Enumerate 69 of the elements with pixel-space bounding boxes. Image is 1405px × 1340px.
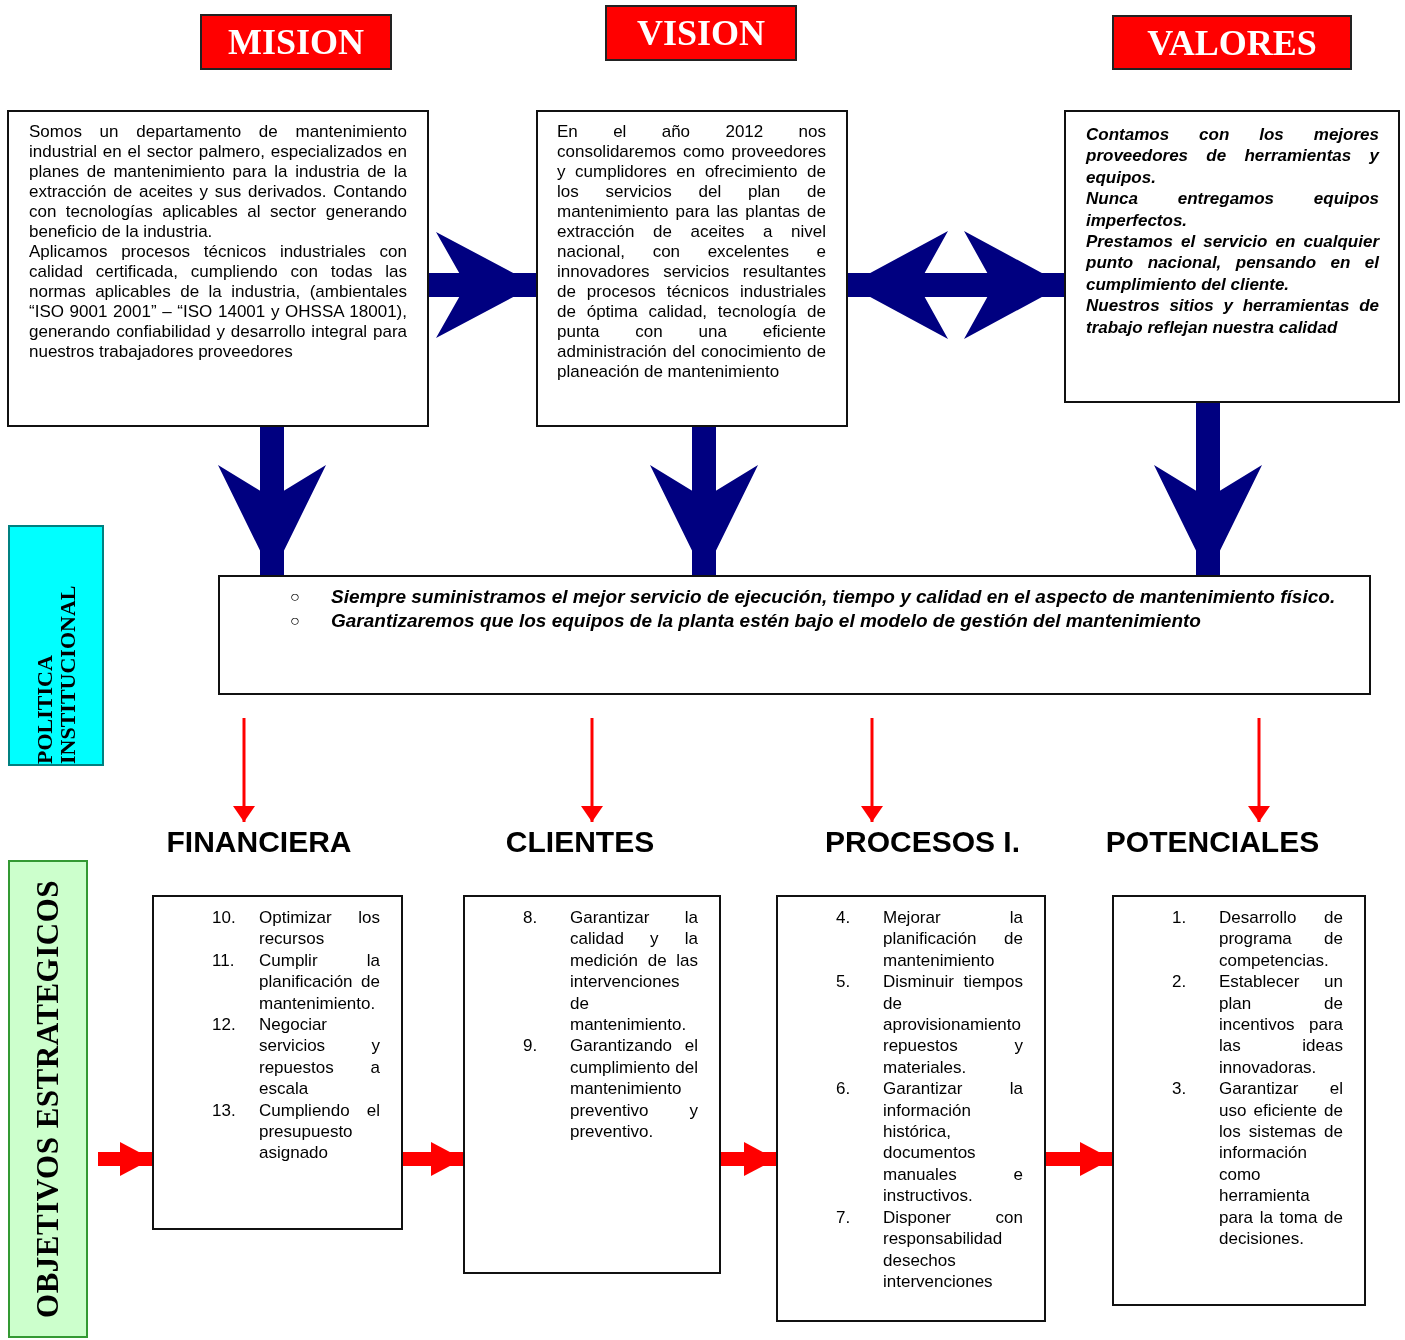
section-heading: VISION xyxy=(605,5,797,61)
objectives-box xyxy=(1112,895,1366,1306)
objective-text: Disponer con responsabilidad desechos intervenciones xyxy=(883,1206,1023,1293)
paragraph: Contamos con los mejores proveedores de herramientas y equipos. xyxy=(1086,124,1379,189)
arrow xyxy=(218,427,326,575)
arrow xyxy=(721,1142,776,1176)
paragraph: Somos un departamento de mantenimiento industrial en el sector palmero, especializados en planes de mantenimiento para la industria de la extracción de aceites y sus derivados. Contando con tecnologías aplicables al sector generando beneficio de la industria. xyxy=(29,122,407,242)
objective-text: Desarrollo de programa de competencias. xyxy=(1219,907,1343,972)
arrow xyxy=(848,231,1064,339)
vertical-label: OBJETIVOS ESTRATEGICOS xyxy=(31,880,65,1318)
arrow xyxy=(429,232,536,338)
objective-text: Cumplir la planificación de mantenimiento. xyxy=(259,949,380,1015)
side-band xyxy=(8,525,104,766)
policy-box xyxy=(218,575,1371,695)
category-heading: PROCESOS I. xyxy=(824,825,1020,859)
objectives-box xyxy=(152,895,403,1230)
item-number: 11. xyxy=(212,949,236,972)
arrow xyxy=(581,718,603,822)
item-number: 13. xyxy=(212,1099,237,1122)
objectives-box xyxy=(776,895,1046,1322)
side-band xyxy=(8,860,88,1338)
item-number: 6. xyxy=(836,1078,852,1101)
objective-text: Garantizar la información histórica, documentos manuales e instructivos. xyxy=(883,1078,1023,1207)
arrow xyxy=(233,718,255,822)
bullet-mark: ○ xyxy=(290,587,301,607)
item-number: 10. xyxy=(212,907,237,929)
objective-text: Garantizar la calidad y la medición de las intervenciones de mantenimiento. xyxy=(570,907,698,1036)
paragraph: Nuestros sitios y herramientas de trabajo reflejan nuestra calidad xyxy=(1086,295,1379,339)
category-heading: FINANCIERA xyxy=(166,825,352,859)
category-heading: CLIENTES xyxy=(505,825,655,859)
item-number: 9. xyxy=(523,1035,539,1058)
objective-text: Cumpliendo el presupuesto asignado xyxy=(259,1099,380,1164)
objective-text: Garantizando el cumplimiento del mantenimiento preventivo y preventivo. xyxy=(570,1035,698,1143)
item-number: 5. xyxy=(836,971,852,994)
section-heading: VALORES xyxy=(1112,15,1352,70)
objective-text: Mejorar la planificación de mantenimiento xyxy=(883,907,1023,972)
text-box xyxy=(7,110,429,427)
bullet-mark: ○ xyxy=(290,611,301,631)
objective-text: Establecer un plan de incentivos para las ideas innovadoras. xyxy=(1219,971,1343,1079)
arrow xyxy=(650,427,758,575)
paragraph: Nunca entregamos equipos imperfectos. xyxy=(1086,188,1379,232)
vertical-label: POLITICA INSTITUCIONAL xyxy=(32,584,80,764)
arrow xyxy=(1046,1142,1112,1176)
objective-text: Garantizar el uso eficiente de los sistemas de información como herramienta para la toma de decisiones. xyxy=(1219,1078,1343,1250)
section-heading: MISION xyxy=(200,14,392,70)
paragraph: En el año 2012 nos consolidaremos como proveedores y cumplidores en ofrecimiento de los servicios del plan de mantenimiento para las plantas de extracción de aceites a nivel nacional, con excelentes e innovadores servicios resultantes de procesos técnicos industriales de óptima calidad, tecnología de punta con una eficiente administración del conocimiento de planeación de mantenimiento xyxy=(557,122,826,382)
objectives-box xyxy=(463,895,721,1274)
text-box xyxy=(536,110,848,427)
category-heading: POTENCIALES xyxy=(1105,825,1320,859)
text-box xyxy=(1064,110,1400,403)
item-number: 12. xyxy=(212,1014,237,1037)
arrow xyxy=(861,718,883,822)
paragraph: Aplicamos procesos técnicos industriales con calidad certificada, cumpliendo con todas las normas aplicables de la industria, (ambientales “ISO 9001 2001” – “ISO 14001 y OHSSA 18001), generando confiabilidad y desarrollo integral para nuestros trabajadores proveedores xyxy=(29,242,407,362)
item-number: 1. xyxy=(1172,907,1188,929)
arrow xyxy=(403,1142,463,1176)
arrow xyxy=(1154,403,1262,575)
arrow xyxy=(1248,718,1270,822)
item-number: 7. xyxy=(836,1206,852,1229)
bullet-text: Garantizaremos que los equipos de la planta estén bajo el modelo de gestión del mantenimiento xyxy=(331,609,1202,633)
item-number: 3. xyxy=(1172,1078,1188,1101)
bullet-text: Siempre suministramos el mejor servicio de ejecución, tiempo y calidad en el aspecto de mantenimiento físico. xyxy=(331,585,1337,609)
objective-text: Negociar servicios y repuestos a escala xyxy=(259,1014,380,1100)
item-number: 8. xyxy=(523,907,539,929)
item-number: 2. xyxy=(1172,971,1188,994)
item-number: 4. xyxy=(836,907,852,929)
arrow xyxy=(98,1142,152,1176)
objective-text: Optimizar los recursos xyxy=(259,907,380,950)
objective-text: Disminuir tiempos de aprovisionamiento repuestos y materiales. xyxy=(883,971,1023,1079)
paragraph: Prestamos el servicio en cualquier punto nacional, pensando en el cumplimiento del cliente. xyxy=(1086,231,1379,296)
